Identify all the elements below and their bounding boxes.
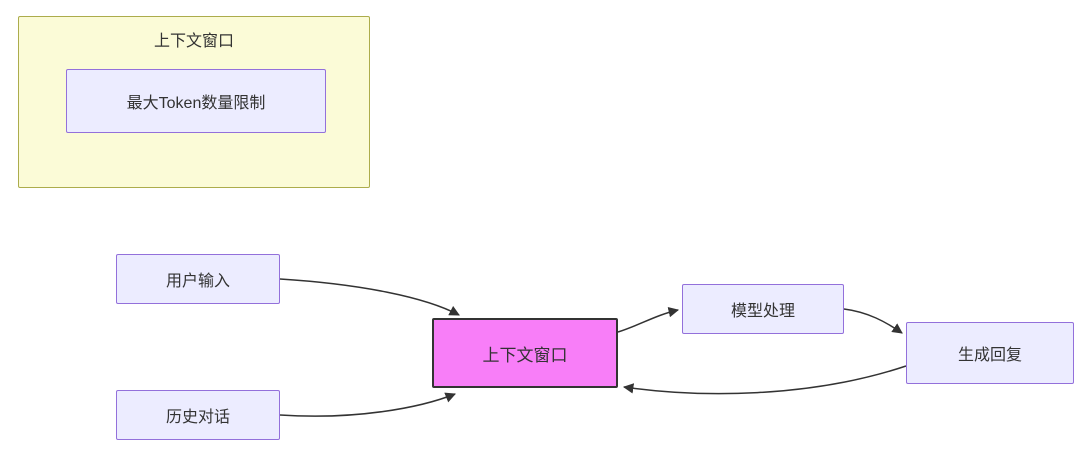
edge-context-to-model (617, 306, 680, 333)
subgraph-context-window: 上下文窗口 最大Token数量限制 (18, 16, 370, 188)
node-history-dialogue-label: 历史对话 (165, 409, 230, 426)
node-user-input: 用户输入 (116, 254, 280, 304)
edge-model-to-reply (843, 308, 903, 334)
node-history-dialogue: 历史对话 (116, 390, 280, 440)
subgraph-title: 上下文窗口 (153, 33, 234, 50)
node-user-input-label: 用户输入 (165, 273, 230, 290)
edge-user-input-to-context (279, 278, 460, 316)
node-context-window: 上下文窗口 (432, 318, 618, 388)
edge-history-to-context (279, 392, 456, 417)
node-model-processing-label: 模型处理 (730, 303, 795, 320)
edge-reply-to-context (622, 365, 907, 395)
node-context-window-label: 上下文窗口 (482, 345, 568, 365)
node-generate-reply: 生成回复 (906, 322, 1074, 384)
node-token-limit-label: 最大Token数量限制 (126, 95, 266, 112)
node-generate-reply-label: 生成回复 (957, 347, 1022, 364)
node-model-processing: 模型处理 (682, 284, 844, 334)
node-token-limit: 最大Token数量限制 (66, 69, 326, 133)
